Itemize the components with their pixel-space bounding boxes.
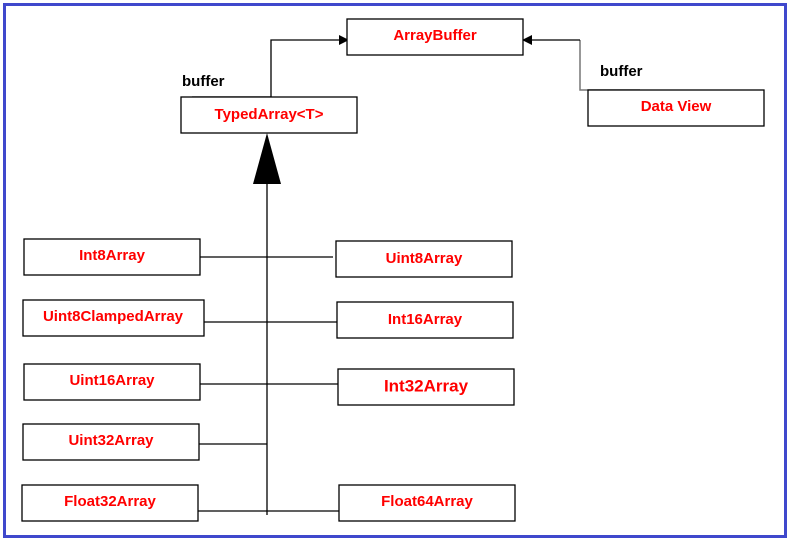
edge-label-buffer: buffer xyxy=(600,63,643,80)
node-uint32array: Uint32Array xyxy=(22,423,200,461)
svg-text:Uint16Array: Uint16Array xyxy=(69,372,155,389)
node-dataview: Data View xyxy=(587,89,765,127)
svg-text:Uint8Array: Uint8Array xyxy=(386,250,463,267)
svg-text:Int16Array: Int16Array xyxy=(388,311,463,328)
node-int8array: Int8Array xyxy=(23,238,201,276)
svg-text:Float32Array: Float32Array xyxy=(64,493,156,510)
svg-text:Float64Array: Float64Array xyxy=(381,493,473,510)
node-typedarray: TypedArray<T> xyxy=(180,96,358,134)
node-int16array: Int16Array xyxy=(336,301,514,339)
svg-text:Int8Array: Int8Array xyxy=(79,247,146,264)
node-float32array: Float32Array xyxy=(21,484,199,522)
edge-label-buffer: buffer xyxy=(182,73,225,90)
arrowhead-icon xyxy=(522,35,532,45)
inheritance-triangle-icon xyxy=(253,133,281,184)
svg-text:Uint8ClampedArray: Uint8ClampedArray xyxy=(43,308,184,325)
svg-text:Int32Array: Int32Array xyxy=(384,376,469,395)
svg-text:ArrayBuffer: ArrayBuffer xyxy=(393,27,477,44)
node-uint16array: Uint16Array xyxy=(23,363,201,401)
diagram-frame xyxy=(3,3,787,538)
svg-text:TypedArray<T>: TypedArray<T> xyxy=(215,106,324,123)
arrowhead-icon xyxy=(339,35,349,45)
svg-text:Data View: Data View xyxy=(641,98,712,115)
node-float64array: Float64Array xyxy=(338,484,516,522)
svg-text:Uint32Array: Uint32Array xyxy=(68,432,154,449)
node-arraybuffer: ArrayBuffer xyxy=(346,18,524,56)
typed-to-arraybuffer-edge xyxy=(270,39,340,97)
node-uint8clampedarray: Uint8ClampedArray xyxy=(22,299,205,337)
node-int32array: Int32Array xyxy=(337,368,515,406)
node-uint8array: Uint8Array xyxy=(335,240,513,278)
